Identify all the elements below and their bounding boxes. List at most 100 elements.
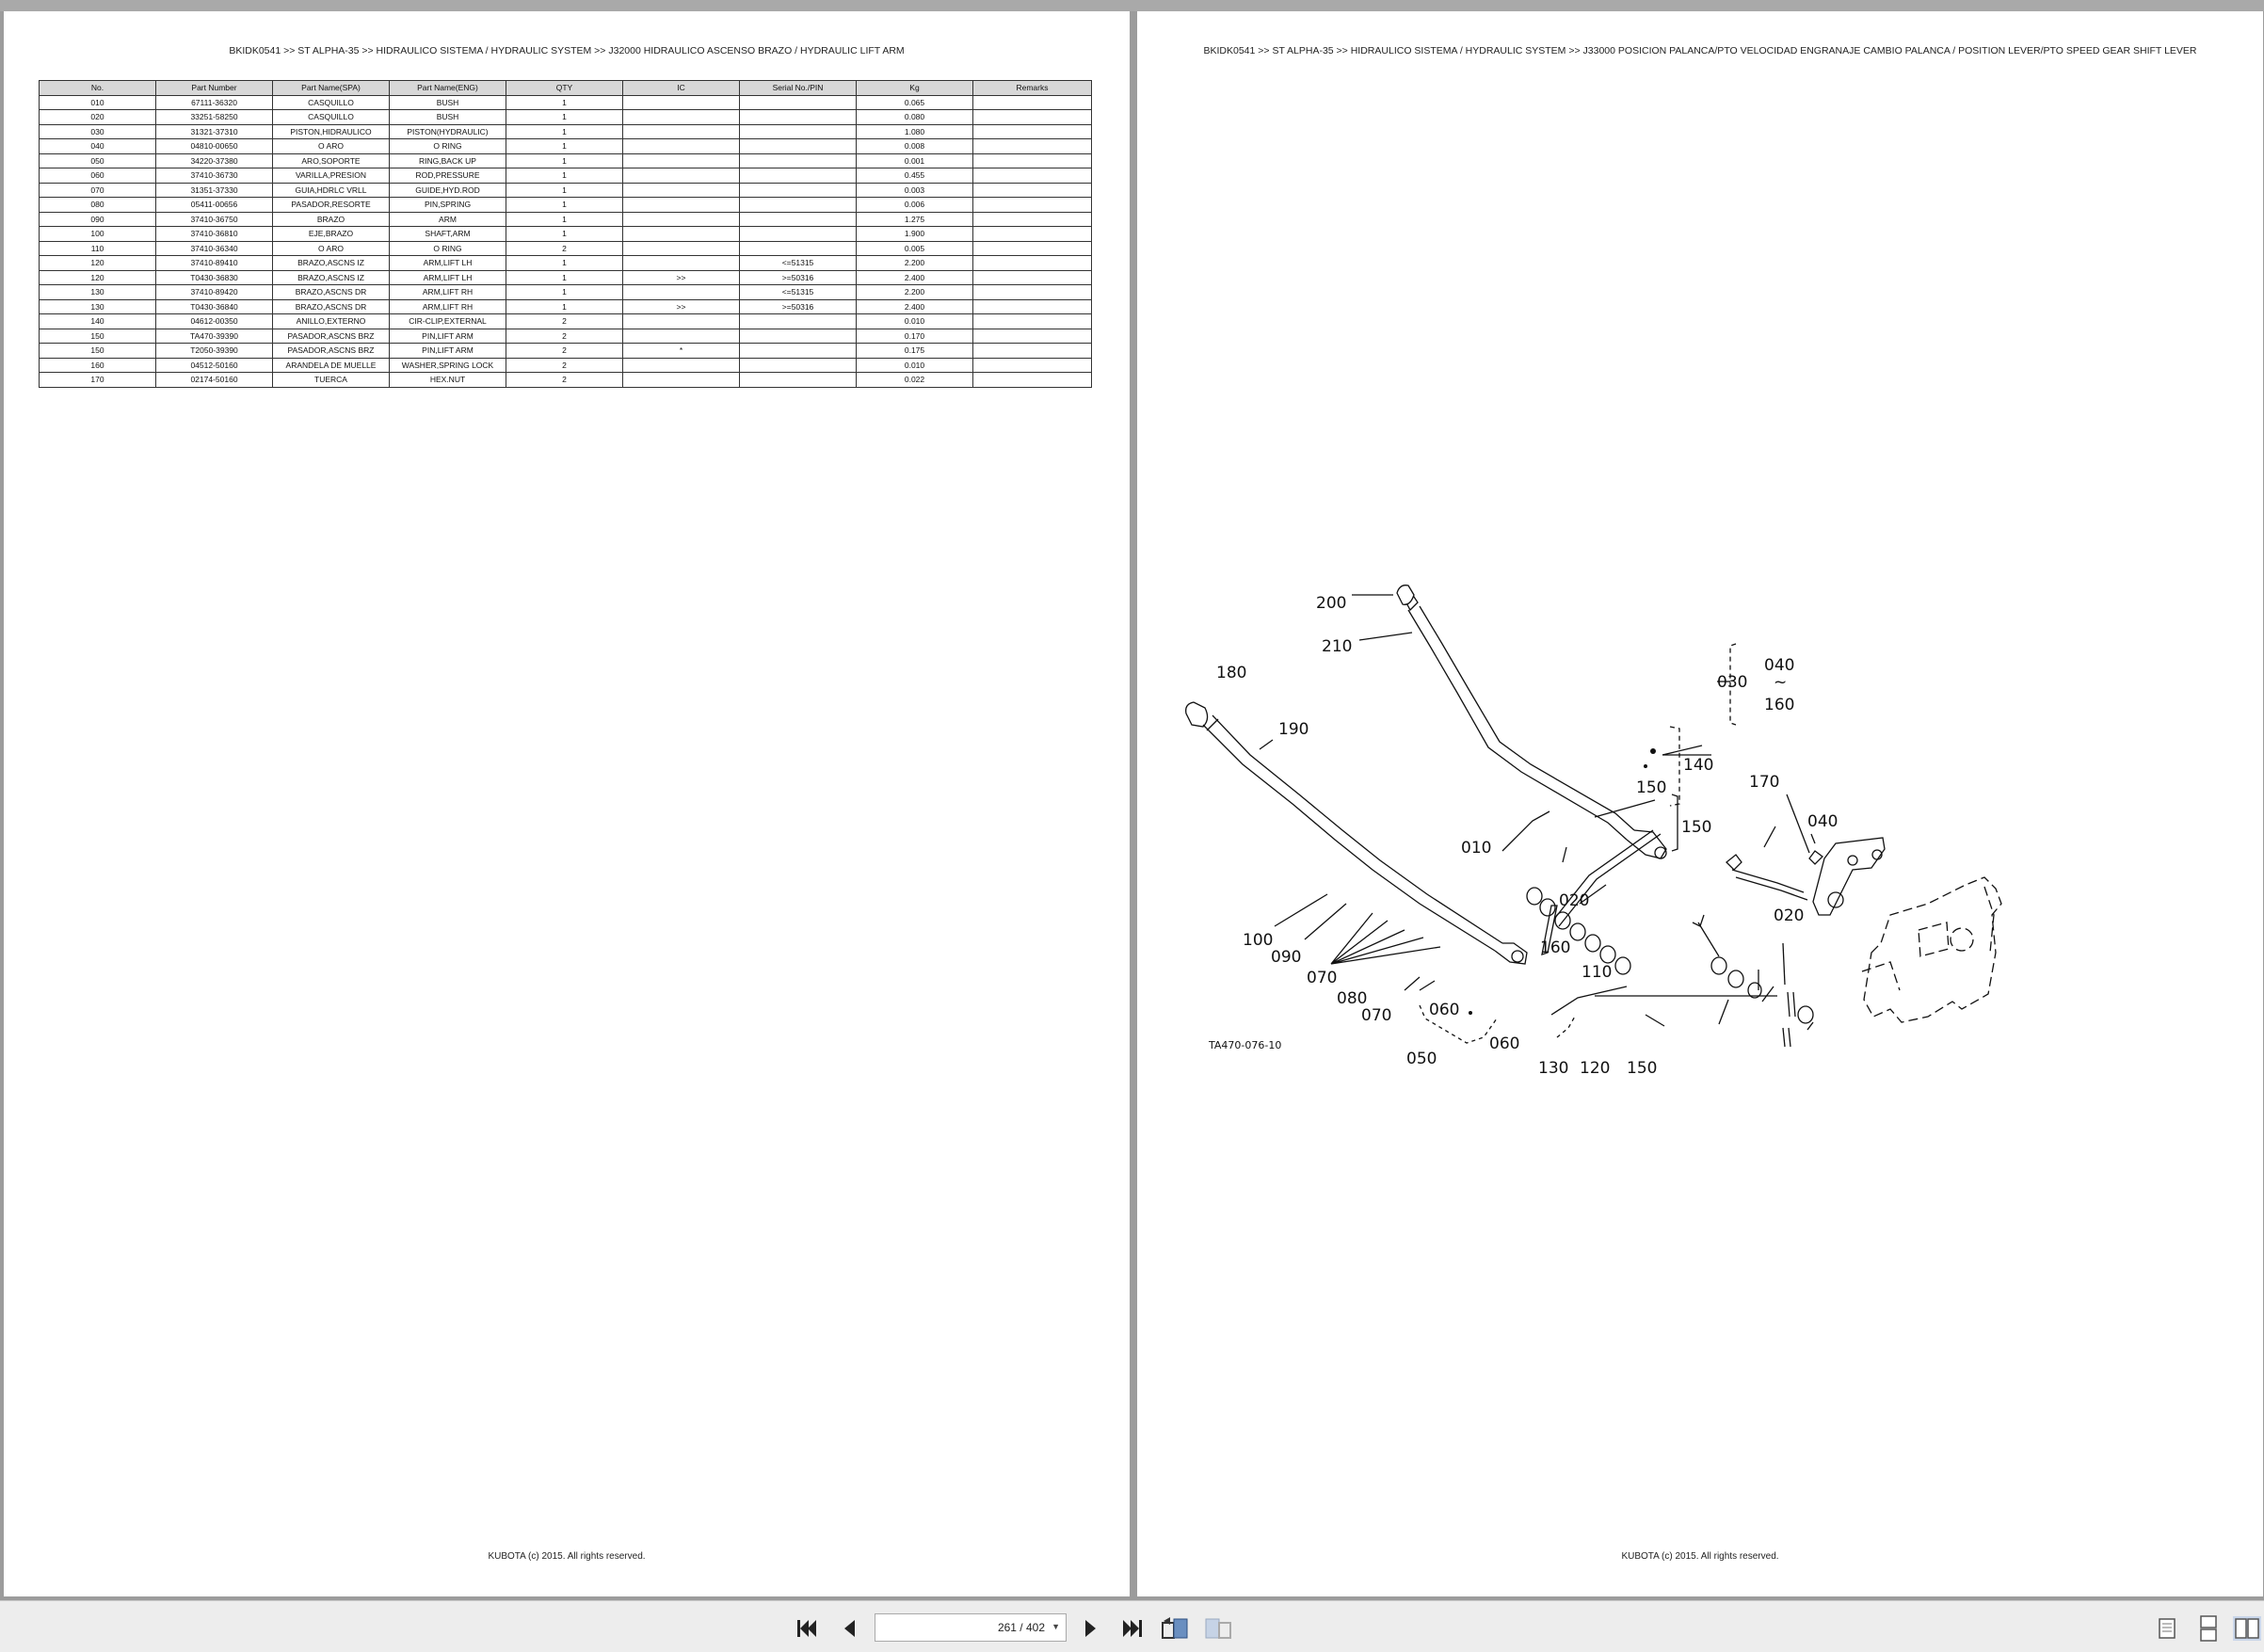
- callout-020: 020: [1774, 906, 1804, 925]
- table-cell: [972, 197, 1092, 213]
- table-cell: 120: [39, 269, 156, 285]
- table-cell: RING,BACK UP: [389, 152, 506, 168]
- table-cell: [739, 123, 857, 139]
- go-forward-view-icon[interactable]: [1204, 1616, 1232, 1641]
- table-cell: 130: [39, 284, 156, 300]
- table-cell: >=50316: [739, 269, 857, 285]
- table-cell: 1.275: [856, 211, 973, 227]
- table-cell: ARM,LIFT LH: [389, 269, 506, 285]
- table-cell: EJE,BRAZO: [272, 226, 390, 242]
- table-cell: TA470-39390: [155, 328, 273, 344]
- callout-040: 040: [1764, 656, 1794, 675]
- table-cell: 2.400: [856, 298, 973, 314]
- table-cell: 1: [506, 109, 623, 125]
- continuous-page-icon[interactable]: [2197, 1615, 2220, 1642]
- two-page-icon[interactable]: [2233, 1616, 2261, 1641]
- callout-060: 060: [1489, 1035, 1519, 1053]
- table-cell: ARO,SOPORTE: [272, 152, 390, 168]
- callout-120: 120: [1580, 1059, 1610, 1078]
- callout-050: 050: [1406, 1050, 1437, 1068]
- table-cell: GUIDE,HYD.ROD: [389, 182, 506, 198]
- document-page-left: BKIDK0541 >> ST ALPHA-35 >> HIDRAULICO S…: [4, 11, 1130, 1596]
- table-cell: PASADOR,ASCNS BRZ: [272, 343, 390, 359]
- table-cell: 1: [506, 197, 623, 213]
- table-cell: [622, 152, 740, 168]
- table-cell: [739, 109, 857, 125]
- callout-160: 160: [1764, 696, 1794, 714]
- column-header: No.: [39, 80, 156, 96]
- column-header: Serial No./PIN: [739, 80, 857, 96]
- callout-040: 040: [1807, 812, 1838, 831]
- table-cell: 050: [39, 152, 156, 168]
- table-cell: 0.005: [856, 240, 973, 256]
- column-header: Kg: [856, 80, 973, 96]
- table-cell: [972, 123, 1092, 139]
- table-cell: >>: [622, 269, 740, 285]
- table-cell: [622, 357, 740, 373]
- table-cell: [972, 269, 1092, 285]
- table-cell: 010: [39, 94, 156, 110]
- page-footer: KUBOTA (c) 2015. All rights reserved.: [1621, 1551, 1779, 1562]
- table-cell: BRAZO,ASCNS DR: [272, 284, 390, 300]
- table-cell: [622, 372, 740, 388]
- table-cell: 0.006: [856, 197, 973, 213]
- table-cell: PASADOR,ASCNS BRZ: [272, 328, 390, 344]
- table-cell: 2.200: [856, 284, 973, 300]
- first-page-icon[interactable]: [795, 1616, 819, 1641]
- table-cell: 030: [39, 123, 156, 139]
- table-cell: PISTON,HIDRAULICO: [272, 123, 390, 139]
- callout-tilde: ~: [1774, 673, 1787, 692]
- callout-150: 150: [1627, 1059, 1657, 1078]
- table-cell: PISTON(HYDRAULIC): [389, 123, 506, 139]
- table-cell: 130: [39, 298, 156, 314]
- go-back-view-icon[interactable]: [1161, 1616, 1189, 1641]
- table-cell: 070: [39, 182, 156, 198]
- table-cell: [739, 94, 857, 110]
- callout-150: 150: [1681, 818, 1711, 837]
- table-cell: [622, 197, 740, 213]
- diagram-code: TA470-076-10: [1208, 1039, 1281, 1051]
- table-cell: [972, 255, 1092, 271]
- callout-200: 200: [1316, 594, 1346, 613]
- table-cell: BRAZO,ASCNS DR: [272, 298, 390, 314]
- previous-page-icon[interactable]: [840, 1616, 859, 1641]
- table-cell: 170: [39, 372, 156, 388]
- table-cell: [739, 152, 857, 168]
- table-cell: PIN,LIFT ARM: [389, 328, 506, 344]
- table-cell: PIN,SPRING: [389, 197, 506, 213]
- table-cell: 37410-36810: [155, 226, 273, 242]
- table-cell: 37410-36340: [155, 240, 273, 256]
- table-cell: 1: [506, 226, 623, 242]
- callout-030: 030: [1717, 673, 1747, 692]
- single-page-icon[interactable]: [2156, 1616, 2178, 1641]
- chevron-down-icon[interactable]: ▼: [1052, 1622, 1060, 1631]
- column-header: Part Name(ENG): [389, 80, 506, 96]
- callout-140: 140: [1683, 756, 1713, 775]
- table-cell: [972, 152, 1092, 168]
- callout-150: 150: [1636, 778, 1666, 797]
- page-number-input[interactable]: 261 / 402 ▼: [875, 1613, 1067, 1642]
- table-cell: 100: [39, 226, 156, 242]
- table-cell: [972, 298, 1092, 314]
- table-cell: 1: [506, 152, 623, 168]
- column-header: Part Name(SPA): [272, 80, 390, 96]
- table-cell: ANILLO,EXTERNO: [272, 313, 390, 329]
- callout-060: 060: [1429, 1001, 1459, 1019]
- table-cell: 090: [39, 211, 156, 227]
- table-cell: CASQUILLO: [272, 94, 390, 110]
- table-cell: 150: [39, 328, 156, 344]
- table-cell: 140: [39, 313, 156, 329]
- last-page-icon[interactable]: [1120, 1616, 1145, 1641]
- table-cell: T0430-36840: [155, 298, 273, 314]
- next-page-icon[interactable]: [1082, 1616, 1100, 1641]
